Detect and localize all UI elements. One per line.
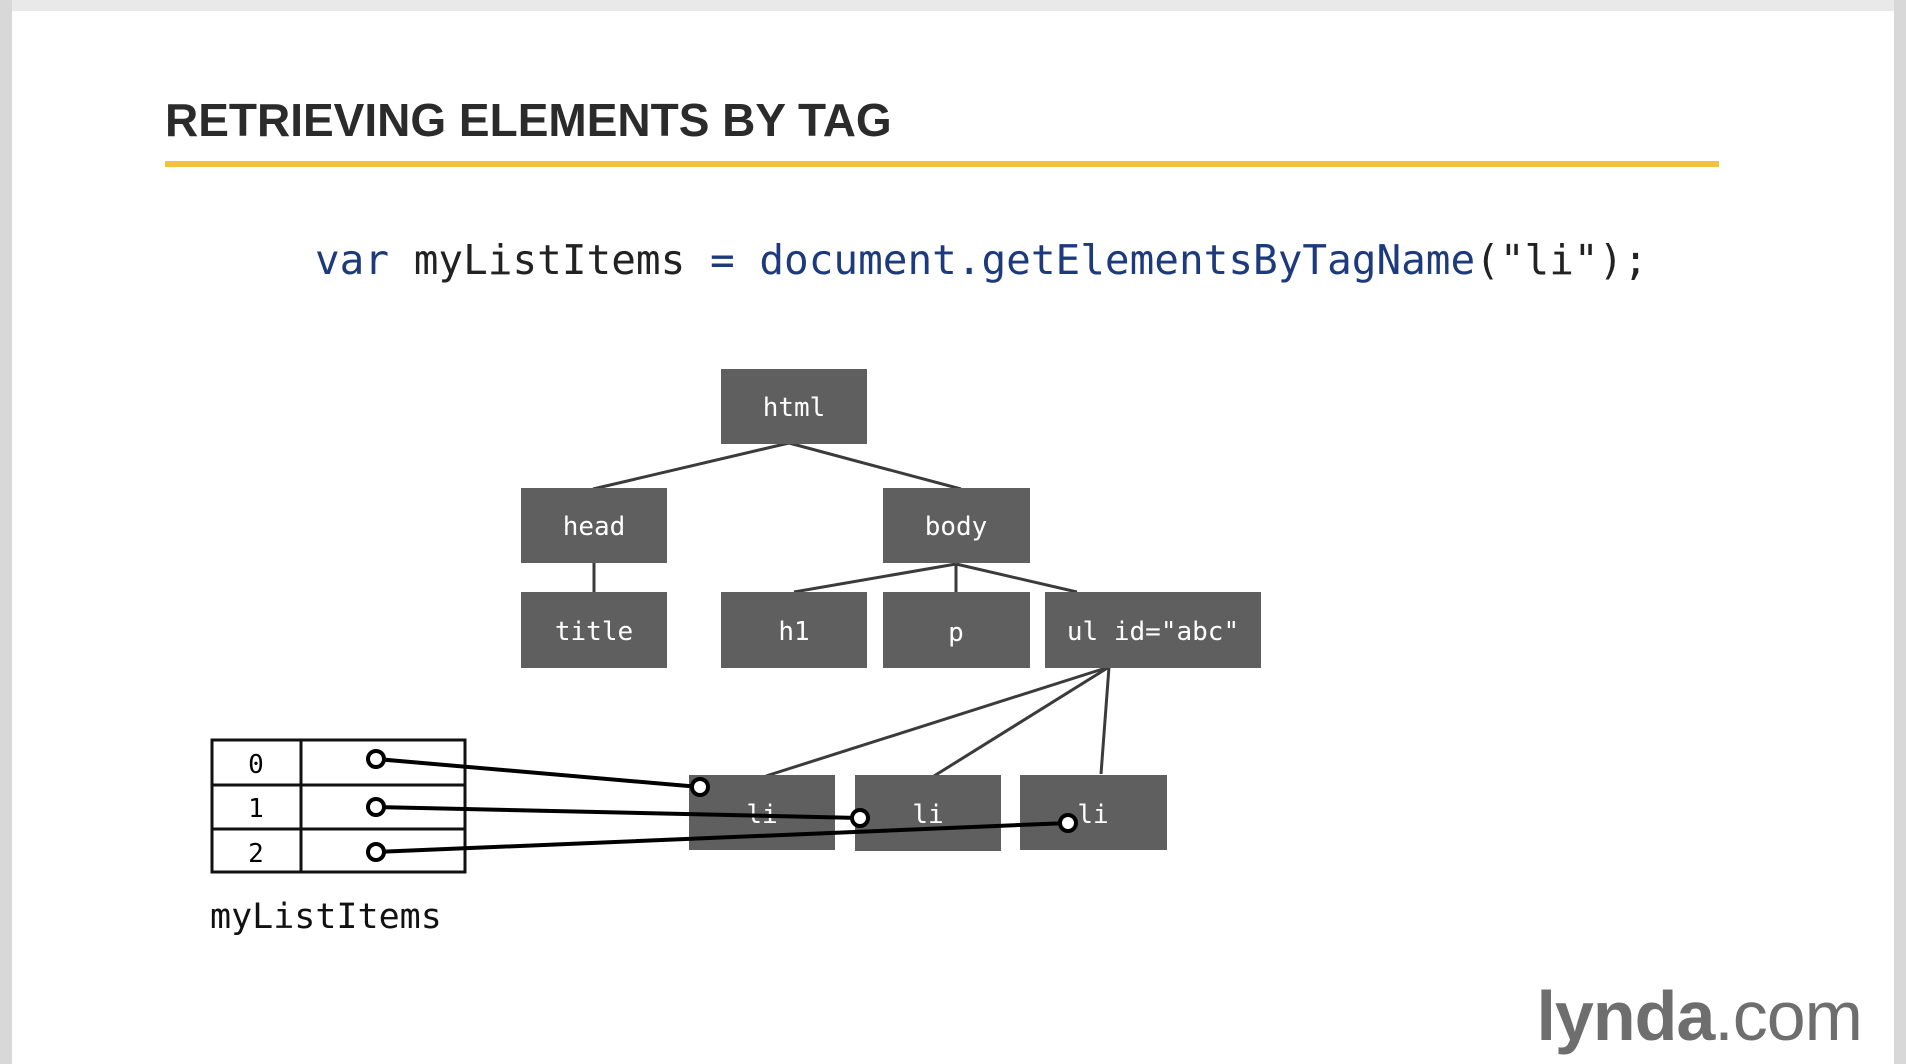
logo-main: lynda xyxy=(1536,977,1716,1055)
code-variable: myListItems xyxy=(389,236,710,284)
tree-labels: html head body title h1 p ul id="abc" li… xyxy=(555,393,1239,830)
code-argument: ("li"); xyxy=(1475,236,1648,284)
edge-ul-li-2 xyxy=(1099,666,1111,775)
node-li-1-label: li xyxy=(912,800,943,830)
logo-suffix: .com xyxy=(1714,977,1862,1055)
pointer-target-0 xyxy=(690,777,710,797)
title-underline xyxy=(165,161,1719,167)
left-border xyxy=(0,0,12,1064)
node-li-1-box xyxy=(855,775,1001,851)
pointer-target-1 xyxy=(850,808,870,828)
top-border xyxy=(0,0,1906,11)
pointer-line-0 xyxy=(374,757,702,789)
code-operator: = xyxy=(710,236,735,284)
index-label-2: 2 xyxy=(248,839,264,869)
edge-html-head xyxy=(592,441,790,491)
edge-body-ul xyxy=(955,562,1078,594)
pointer-handles xyxy=(366,749,1078,862)
lynda-logo: lynda.com xyxy=(1536,977,1862,1055)
pointer-lines xyxy=(374,757,1070,854)
node-h1-label: h1 xyxy=(778,617,809,647)
node-p-box xyxy=(883,592,1030,668)
node-title-box xyxy=(521,592,667,668)
node-body-label: body xyxy=(925,512,988,542)
edge-html-body xyxy=(788,441,962,491)
node-li-2-label: li xyxy=(1077,800,1108,830)
node-list-indices: 0 1 2 xyxy=(248,750,264,869)
edge-ul-li-0 xyxy=(765,665,1110,778)
tree-nodes xyxy=(521,369,1261,851)
node-p-label: p xyxy=(948,618,964,648)
edge-body-h1 xyxy=(793,562,957,594)
pointer-origin-0 xyxy=(366,749,386,769)
code-keyword: var xyxy=(315,236,389,284)
index-label-1: 1 xyxy=(248,794,264,824)
index-label-0: 0 xyxy=(248,750,264,780)
node-html-label: html xyxy=(763,393,826,423)
code-line: var myListItems = document.getElementsBy… xyxy=(315,236,1648,284)
node-ul-box xyxy=(1045,592,1261,668)
right-border xyxy=(1894,0,1906,1064)
code-method-call: document.getElementsByTagName xyxy=(735,236,1476,284)
node-head-box xyxy=(521,488,667,563)
tree-edges xyxy=(592,441,1111,778)
node-title-label: title xyxy=(555,617,633,647)
node-head-label: head xyxy=(563,512,626,542)
pointer-line-1 xyxy=(374,805,862,820)
node-h1-box xyxy=(721,592,867,668)
node-ul-label: ul id="abc" xyxy=(1067,617,1239,647)
pointer-line-2 xyxy=(374,821,1070,854)
pointer-origin-2 xyxy=(366,842,386,862)
node-list-name: myListItems xyxy=(210,897,442,937)
pointer-origin-1 xyxy=(366,797,386,817)
pointer-target-2 xyxy=(1058,813,1078,833)
slide-title: RETRIEVING ELEMENTS BY TAG xyxy=(165,94,892,146)
node-body-box xyxy=(883,488,1030,563)
node-li-2-box xyxy=(1020,775,1167,850)
edge-ul-li-1 xyxy=(933,665,1110,778)
node-html-box xyxy=(721,369,867,444)
